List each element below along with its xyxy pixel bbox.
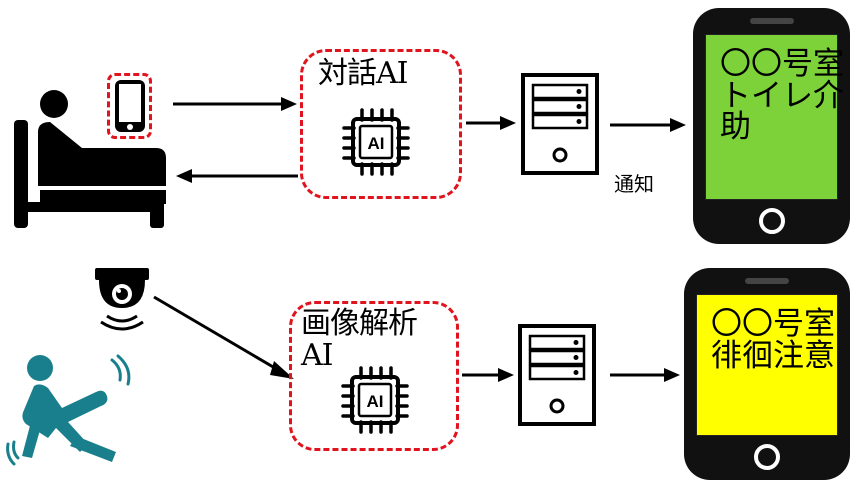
- phone-home-button: [758, 208, 785, 234]
- ai-chip-icon: AI: [342, 108, 410, 176]
- dialog-ai-box: [300, 49, 462, 199]
- phone-speaker: [745, 278, 789, 284]
- ai-chip-text: AI: [368, 134, 385, 153]
- ai-chip-text: AI: [367, 392, 384, 411]
- arrow-to-dialog-ai: [173, 97, 297, 111]
- arrow-image-ai-to-server: [462, 368, 514, 382]
- ai-chip-icon: AI: [341, 366, 409, 434]
- bed-person-icon: [14, 90, 166, 228]
- image-ai-label: 画像解析 AI: [301, 306, 418, 373]
- phone-message: 〇〇号室 徘徊注意: [711, 306, 835, 374]
- arrow-camera-to-image-ai: [153, 295, 294, 379]
- falling-person-icon: [6, 354, 131, 466]
- server-icon: [518, 324, 596, 426]
- dialog-ai-label: 対話AI: [318, 56, 409, 91]
- phone-message: 〇〇号室 トイレ介 助: [720, 46, 844, 146]
- arrow-server-to-phone-2: [610, 368, 680, 382]
- phone-screen: 〇〇号室 徘徊注意: [696, 294, 838, 436]
- server-icon: [521, 73, 599, 175]
- phone-speaker: [749, 18, 794, 24]
- arrow-dialog-to-server: [466, 116, 516, 130]
- image-ai-box: [289, 301, 459, 451]
- notify-label: 通知: [614, 172, 654, 196]
- security-camera-icon: [95, 268, 149, 331]
- phone-notification-1: 〇〇号室 トイレ介 助: [693, 8, 850, 244]
- arrow-from-dialog-ai: [176, 169, 298, 183]
- phone-home-button: [754, 444, 780, 470]
- smartphone-icon: [115, 80, 145, 132]
- arrow-server-to-phone: [610, 118, 686, 132]
- phone-screen: 〇〇号室 トイレ介 助: [705, 34, 844, 200]
- smartphone-highlight-box: [107, 73, 152, 139]
- phone-notification-2: 〇〇号室 徘徊注意: [684, 268, 850, 480]
